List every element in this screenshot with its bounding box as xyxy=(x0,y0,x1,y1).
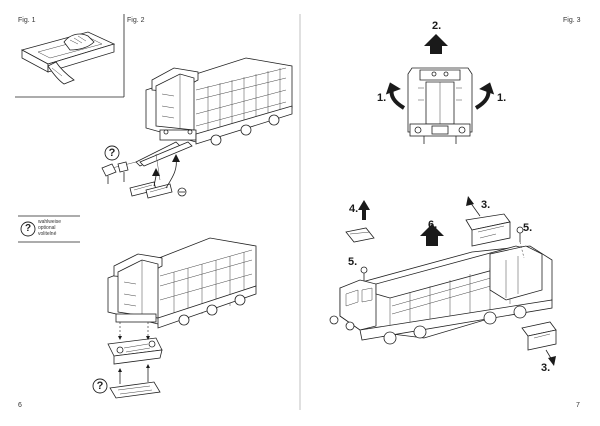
fig2-top-locomotive xyxy=(101,57,293,199)
optional-icon xyxy=(92,378,108,394)
step-1-left-label: 1. xyxy=(377,92,387,104)
legend-box xyxy=(18,215,80,243)
fig2-label: Fig. 2 xyxy=(127,17,145,24)
legend-symbol: ? xyxy=(24,223,32,234)
page-number-left: 6 xyxy=(18,402,22,409)
fig2-bottom-locomotive xyxy=(107,237,257,399)
step-1-right-label: 1. xyxy=(497,92,507,104)
fig3-label: Fig. 3 xyxy=(563,17,581,24)
legend-text: wahlweise optional volitelné xyxy=(38,219,61,237)
step-6-label: 6. xyxy=(428,219,438,231)
page-number-right: 7 xyxy=(576,402,580,409)
fig1-box-illustration xyxy=(20,31,116,85)
step-5-left-label: 5. xyxy=(348,256,358,268)
step-3-top-label: 3. xyxy=(481,199,491,211)
screw-icon xyxy=(177,187,187,197)
optional-icon xyxy=(104,145,120,161)
step-2-label: 2. xyxy=(432,20,442,32)
step-3-bottom-label: 3. xyxy=(541,362,551,374)
step-4-label: 4. xyxy=(349,203,359,215)
legend-line-2: optional xyxy=(38,225,56,231)
step-5-right-label: 5. xyxy=(523,222,533,234)
optional-marker-top: ? xyxy=(108,147,116,159)
fig3-front-view xyxy=(385,34,495,144)
fig3-exploded-locomotive xyxy=(329,196,557,366)
legend-line-3: volitelné xyxy=(38,231,57,237)
legend-line-1: wahlweise xyxy=(38,219,62,225)
optional-marker-bottom: ? xyxy=(96,380,104,392)
fig1-label: Fig. 1 xyxy=(18,17,36,24)
